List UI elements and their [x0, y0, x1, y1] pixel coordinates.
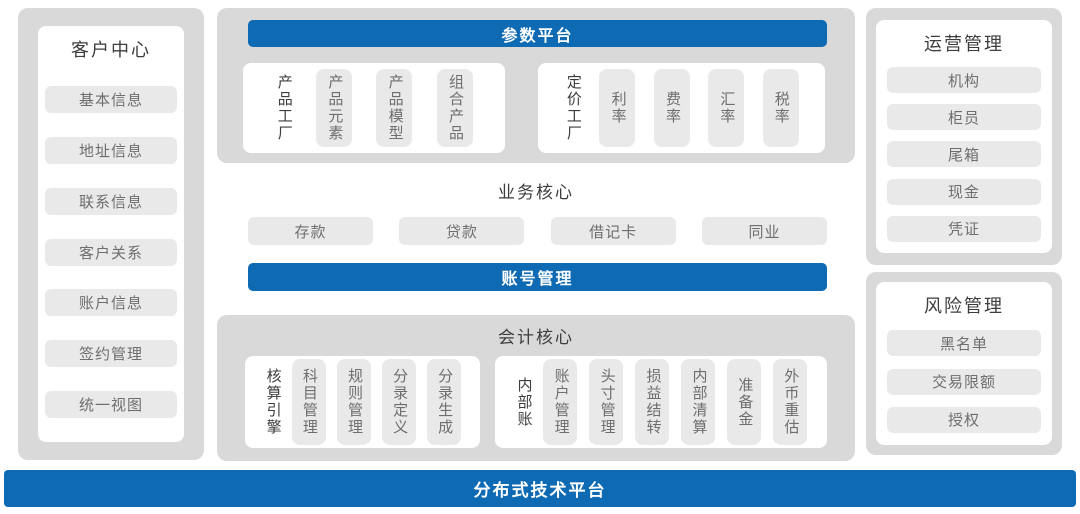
accounting-core-panel: 会计核心 核算引擎 科目管理 规则管理 分录定义 分录生成 内部账 账户管理 头…	[217, 315, 855, 461]
item-contract-mgmt: 签约管理	[45, 340, 177, 368]
item-product-element: 产品元素	[316, 69, 353, 147]
item-unified-view: 统一视图	[45, 391, 177, 419]
product-factory-label: 产品工厂	[275, 74, 293, 142]
item-subject-mgmt-label: 科目管理	[300, 368, 318, 436]
item-product-element-label: 产品元素	[326, 74, 344, 142]
item-contact-info: 联系信息	[45, 187, 177, 215]
risk-mgmt-panel: 风险管理 黑名单 交易限额 授权	[866, 272, 1062, 455]
item-provision-label: 准备金	[736, 376, 754, 428]
item-rule-mgmt-label: 规则管理	[345, 368, 363, 436]
accounting-core-title: 会计核心	[498, 328, 574, 347]
item-fee-rate: 费率	[653, 69, 690, 147]
item-fee-rate-label: 费率	[663, 91, 681, 125]
item-address-info: 地址信息	[45, 136, 177, 164]
operations-mgmt-title: 运营管理	[924, 34, 1004, 54]
item-account-mgmt: 账户管理	[543, 359, 578, 445]
account-mgmt-bar: 账号管理	[248, 263, 827, 291]
item-transaction-limit: 交易限额	[887, 368, 1041, 395]
item-voucher: 凭证	[887, 215, 1041, 242]
item-organization: 机构	[887, 67, 1041, 94]
item-subject-mgmt: 科目管理	[291, 359, 326, 445]
item-account-info: 账户信息	[45, 289, 177, 317]
item-fx-revaluation-label: 外币重估	[782, 368, 800, 436]
internal-account-label: 内部账	[515, 376, 533, 428]
item-interbank: 同业	[701, 217, 827, 245]
business-core-title: 业务核心	[498, 183, 574, 202]
item-entry-generation-label: 分录生成	[436, 368, 454, 436]
item-product-combo: 组合产品	[436, 69, 473, 147]
item-interest-rate: 利率	[599, 69, 636, 147]
param-platform-groups: 产品工厂 产品元素 产品模型 组合产品 定价工厂 利率 费率 汇率 税率	[243, 63, 825, 153]
customer-center-title: 客户中心	[71, 40, 151, 60]
item-pnl-carryover-label: 损益结转	[644, 368, 662, 436]
item-fx-revaluation: 外币重估	[773, 359, 808, 445]
accounting-engine-label: 核算引擎	[264, 368, 282, 436]
customer-center-panel: 客户中心 基本信息 地址信息 联系信息 客户关系 账户信息 签约管理 统一视图	[18, 8, 204, 460]
business-core-items: 存款 贷款 借记卡 同业	[248, 217, 827, 245]
accounting-core-groups: 核算引擎 科目管理 规则管理 分录定义 分录生成 内部账 账户管理 头寸管理 损…	[245, 356, 827, 448]
pricing-factory-group: 定价工厂 利率 费率 汇率 税率	[538, 63, 825, 153]
risk-mgmt-inner: 风险管理 黑名单 交易限额 授权	[876, 282, 1052, 445]
item-position-mgmt-label: 头寸管理	[598, 368, 616, 436]
customer-center-inner: 客户中心 基本信息 地址信息 联系信息 客户关系 账户信息 签约管理 统一视图	[38, 26, 184, 442]
item-basic-info: 基本信息	[45, 85, 177, 113]
item-position-mgmt: 头寸管理	[589, 359, 624, 445]
item-customer-relation: 客户关系	[45, 238, 177, 266]
param-platform-panel: 参数平台 产品工厂 产品元素 产品模型 组合产品 定价工厂 利率 费率 汇率 税…	[217, 8, 855, 163]
item-blacklist: 黑名单	[887, 330, 1041, 357]
item-entry-generation: 分录生成	[426, 359, 461, 445]
item-pnl-carryover: 损益结转	[635, 359, 670, 445]
item-tax-rate-label: 税率	[772, 91, 790, 125]
customer-center-items: 基本信息 地址信息 联系信息 客户关系 账户信息 签约管理 统一视图	[38, 62, 184, 442]
item-entry-definition: 分录定义	[381, 359, 416, 445]
pricing-factory-label: 定价工厂	[564, 74, 582, 142]
item-tax-rate: 税率	[762, 69, 799, 147]
item-product-combo-label: 组合产品	[446, 74, 464, 142]
item-cash-box: 尾箱	[887, 141, 1041, 168]
item-rule-mgmt: 规则管理	[336, 359, 371, 445]
item-entry-definition-label: 分录定义	[391, 368, 409, 436]
item-authorization: 授权	[887, 406, 1041, 433]
operations-mgmt-items: 机构 柜员 尾箱 现金 凭证	[876, 56, 1052, 253]
param-platform-header: 参数平台	[248, 20, 827, 47]
business-core-section: 业务核心 存款 贷款 借记卡 同业	[217, 170, 855, 245]
item-product-model: 产品模型	[376, 69, 413, 147]
item-debit-card: 借记卡	[550, 217, 676, 245]
item-deposit: 存款	[248, 217, 373, 245]
item-loan: 贷款	[399, 217, 525, 245]
operations-mgmt-panel: 运营管理 机构 柜员 尾箱 现金 凭证	[866, 8, 1062, 265]
item-exchange-rate: 汇率	[708, 69, 745, 147]
risk-mgmt-items: 黑名单 交易限额 授权	[876, 318, 1052, 445]
accounting-engine-group: 核算引擎 科目管理 规则管理 分录定义 分录生成	[245, 356, 480, 448]
item-internal-clearing-label: 内部清算	[690, 368, 708, 436]
item-teller: 柜员	[887, 104, 1041, 131]
internal-account-group: 内部账 账户管理 头寸管理 损益结转 内部清算 准备金 外币重估	[495, 356, 827, 448]
item-interest-rate-label: 利率	[609, 91, 627, 125]
distributed-platform-bar: 分布式技术平台	[4, 470, 1076, 507]
item-provision: 准备金	[727, 359, 762, 445]
operations-mgmt-inner: 运营管理 机构 柜员 尾箱 现金 凭证	[876, 20, 1052, 253]
product-factory-group: 产品工厂 产品元素 产品模型 组合产品	[243, 63, 505, 153]
risk-mgmt-title: 风险管理	[924, 296, 1004, 316]
item-product-model-label: 产品模型	[386, 74, 404, 142]
item-internal-clearing: 内部清算	[681, 359, 716, 445]
item-exchange-rate-label: 汇率	[718, 91, 736, 125]
item-account-mgmt-label: 账户管理	[552, 368, 570, 436]
item-cash: 现金	[887, 178, 1041, 205]
